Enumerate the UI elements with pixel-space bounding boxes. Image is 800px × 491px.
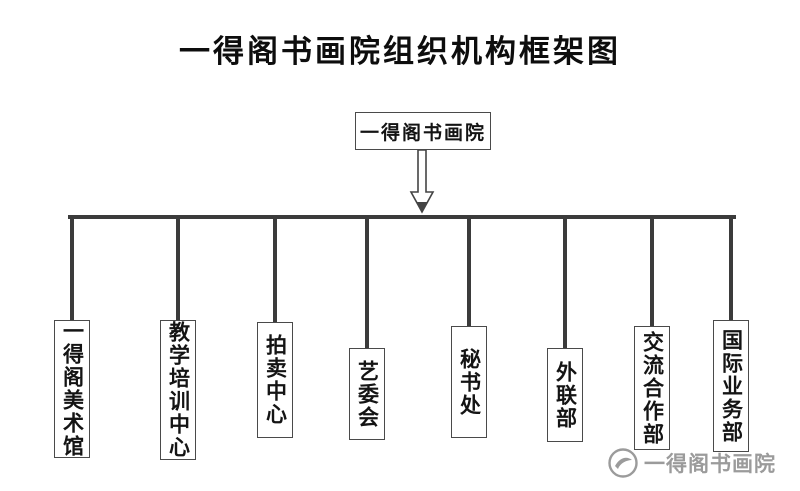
watermark-text: 一得阁书画院 xyxy=(644,452,776,476)
page-title: 一得阁书画院组织机构框架图 xyxy=(179,34,621,69)
org-node-label: 外联部 xyxy=(553,360,577,430)
org-node-box: 交流合作部 xyxy=(634,326,670,450)
org-node-box: 国际业务部 xyxy=(713,320,749,452)
org-node-box: 艺委会 xyxy=(349,348,385,440)
org-node-label: 拍卖中心 xyxy=(263,334,287,426)
connector-line xyxy=(650,215,654,326)
root-node-label: 一得阁书画院 xyxy=(359,122,486,144)
org-node-label: 教学培训中心 xyxy=(166,321,190,459)
connector-horizontal-line xyxy=(68,215,736,219)
brand-logo-icon xyxy=(608,448,638,478)
org-node-box: 拍卖中心 xyxy=(257,322,293,438)
down-arrow-icon xyxy=(409,150,435,214)
connector-line xyxy=(273,215,277,322)
connector-line xyxy=(563,215,567,348)
watermark: 一得阁书画院 xyxy=(607,447,776,479)
connector-line xyxy=(365,215,369,348)
org-node-label: 一得阁美术馆 xyxy=(60,320,84,458)
root-node-box: 一得阁书画院 xyxy=(355,112,491,150)
org-node-label: 国际业务部 xyxy=(719,328,743,444)
org-node-label: 交流合作部 xyxy=(640,330,664,446)
connector-line xyxy=(467,215,471,326)
org-node-label: 艺委会 xyxy=(355,359,379,429)
connector-line xyxy=(70,215,74,320)
org-node-box: 教学培训中心 xyxy=(160,320,196,460)
connector-line xyxy=(176,215,180,320)
connector-line xyxy=(729,215,733,320)
org-node-box: 外联部 xyxy=(547,348,583,442)
org-node-box: 一得阁美术馆 xyxy=(54,320,90,458)
org-node-label: 秘书处 xyxy=(457,347,481,417)
org-node-box: 秘书处 xyxy=(451,326,487,438)
